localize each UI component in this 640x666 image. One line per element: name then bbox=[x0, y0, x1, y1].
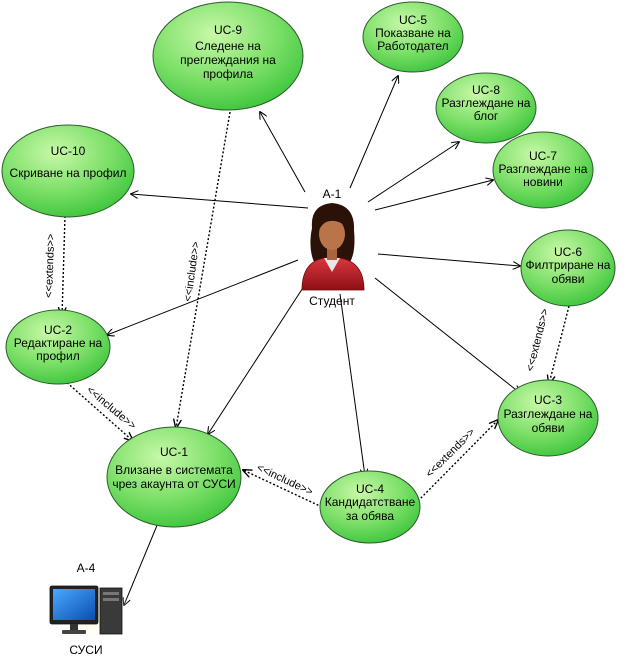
dep-uc10-uc2 bbox=[62, 215, 65, 316]
uc10-id: UC-10 bbox=[51, 144, 86, 158]
assoc-student-uc2 bbox=[107, 259, 299, 335]
assoc-student-uc6 bbox=[377, 253, 520, 266]
assoc-student-uc1 bbox=[208, 279, 309, 434]
uc6-id: UC-6 bbox=[554, 245, 582, 259]
use-case-uc7: UC-7 Разглеждане на новини bbox=[492, 131, 594, 209]
actor-susi-name: СУСИ bbox=[69, 643, 102, 657]
uc4-ellipse bbox=[319, 470, 421, 544]
use-case-uc3: UC-3 Разглеждане на обяви bbox=[497, 379, 599, 457]
use-case-uc2: UC-2 Редактиране на профил bbox=[5, 309, 111, 385]
extends-label-uc6-uc3: <<extends>> bbox=[524, 307, 551, 372]
uc3-label-line1: Разглеждане на bbox=[504, 407, 593, 421]
dep-uc6-uc3 bbox=[549, 305, 570, 384]
uc8-label-line2: блог bbox=[474, 109, 499, 123]
actor-student-name: Студент bbox=[309, 294, 355, 308]
uc3-id: UC-3 bbox=[534, 393, 562, 407]
uc5-ellipse bbox=[362, 1, 464, 73]
dep-uc9-uc1 bbox=[176, 111, 231, 428]
uc3-label-line2: обяви bbox=[532, 421, 565, 435]
dep-uc4-uc3 bbox=[417, 420, 498, 502]
use-case-uc8: UC-8 Разглеждане на блог bbox=[435, 72, 537, 144]
extends-label-uc4-uc3: <<extends>> bbox=[424, 426, 478, 480]
uc3-ellipse bbox=[497, 379, 599, 457]
assoc-student-uc9 bbox=[260, 112, 306, 193]
uc8-id: UC-8 bbox=[472, 83, 500, 97]
actor-student: A-1 Студент bbox=[301, 187, 365, 308]
actor-student-id: A-1 bbox=[323, 187, 342, 201]
uc5-label-line1: Показване на bbox=[375, 26, 451, 40]
uc1-ellipse bbox=[106, 426, 242, 528]
dep-uc4-uc1 bbox=[243, 470, 323, 508]
uc7-ellipse bbox=[492, 131, 594, 209]
uc4-id: UC-4 bbox=[356, 482, 384, 496]
uc9-label-line2: преглеждания на bbox=[180, 53, 276, 67]
uc9-label-line1: Следене на bbox=[195, 39, 261, 53]
uc7-label-line2: новини bbox=[523, 175, 563, 189]
uc9-ellipse bbox=[152, 1, 304, 111]
use-case-uc10: UC-10 Скриване на профил bbox=[1, 124, 135, 218]
computer-icon bbox=[46, 578, 134, 646]
uc2-ellipse bbox=[5, 309, 111, 385]
female-user-icon bbox=[301, 203, 365, 291]
uc10-label-line1: Скриване на профил bbox=[10, 166, 127, 180]
assoc-student-uc4 bbox=[339, 293, 365, 476]
uc2-label-line1: Редактиране на bbox=[14, 336, 103, 350]
assoc-student-uc8 bbox=[367, 142, 459, 203]
use-case-uc6: UC-6 Филтриране на обяви bbox=[520, 229, 616, 307]
uc1-label-line1: Влизане в системата bbox=[115, 463, 233, 477]
include-label-uc9-uc1: <<include>> bbox=[182, 241, 202, 303]
use-case-uc9: UC-9 Следене на преглеждания на профила bbox=[152, 1, 304, 111]
uc9-id: UC-9 bbox=[214, 23, 242, 37]
uc5-label-line2: Работодател bbox=[377, 39, 448, 53]
assoc-uc1-susi bbox=[124, 522, 159, 605]
dep-uc2-uc1 bbox=[63, 379, 133, 441]
extends-label-uc10-uc2: <<extends>> bbox=[43, 233, 57, 298]
uc10-ellipse bbox=[1, 124, 135, 218]
use-case-uc4: UC-4 Кандидатстване за обява bbox=[319, 470, 421, 544]
uc6-label-line1: Филтриране на bbox=[526, 258, 611, 272]
uc4-label-line1: Кандидатстване bbox=[325, 495, 416, 509]
uc4-label-line2: за обява bbox=[346, 509, 395, 523]
uc2-label-line2: профил bbox=[36, 349, 79, 363]
uc6-label-line2: обяви bbox=[552, 272, 585, 286]
uc5-id: UC-5 bbox=[399, 13, 427, 27]
uc8-label-line1: Разглеждане на bbox=[442, 96, 531, 110]
include-label-uc2-uc1: <<include>> bbox=[84, 384, 138, 432]
uc1-label-line2: чрез акаунта от СУСИ bbox=[112, 477, 235, 491]
use-case-uc5: UC-5 Показване на Работодател bbox=[362, 1, 464, 73]
actor-susi-id: A-4 bbox=[77, 561, 96, 575]
uc6-ellipse bbox=[520, 229, 616, 307]
uc2-id: UC-2 bbox=[44, 323, 72, 337]
use-case-uc1: UC-1 Влизане в системата чрез акаунта от… bbox=[106, 426, 242, 528]
assoc-student-uc5 bbox=[349, 76, 398, 189]
dependency-lines bbox=[62, 111, 570, 508]
assoc-student-uc3 bbox=[374, 277, 520, 393]
assoc-student-uc10 bbox=[131, 194, 309, 209]
uc1-id: UC-1 bbox=[160, 445, 188, 459]
uc8-ellipse bbox=[435, 72, 537, 144]
uc7-id: UC-7 bbox=[529, 149, 557, 163]
uc9-label-line3: профила bbox=[203, 67, 253, 81]
actor-susi: A-4 СУСИ bbox=[46, 561, 134, 657]
assoc-student-uc7 bbox=[374, 180, 493, 211]
uc7-label-line1: Разглеждане на bbox=[499, 162, 588, 176]
association-lines bbox=[107, 76, 520, 605]
